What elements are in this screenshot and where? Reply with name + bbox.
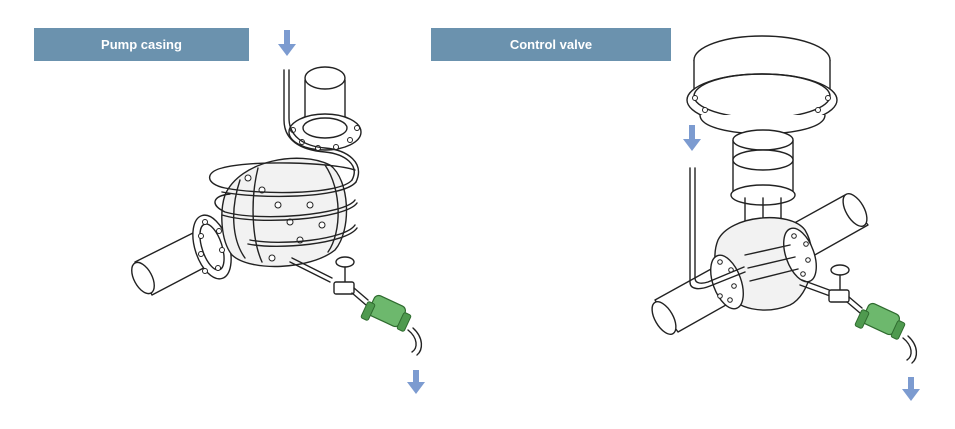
drain-arrow-icon <box>902 377 920 401</box>
inlet-arrow-icon <box>278 30 296 56</box>
pump-casing-illustration <box>131 30 425 394</box>
isolation-valve <box>333 256 369 306</box>
pump-casing-label: Pump casing <box>34 28 249 61</box>
outlet-flange <box>288 113 362 151</box>
drain-arrow-icon <box>407 370 425 394</box>
steam-trap-icon <box>854 302 906 340</box>
inlet-flange <box>192 214 232 280</box>
actuator <box>686 35 838 135</box>
tracing-coil <box>208 69 360 283</box>
control-valve-label: Control valve <box>431 28 671 61</box>
control-valve-illustration <box>651 35 920 401</box>
steam-trap-icon <box>360 294 412 332</box>
inlet-arrow-icon <box>683 125 701 151</box>
isolation-valve <box>828 264 863 314</box>
